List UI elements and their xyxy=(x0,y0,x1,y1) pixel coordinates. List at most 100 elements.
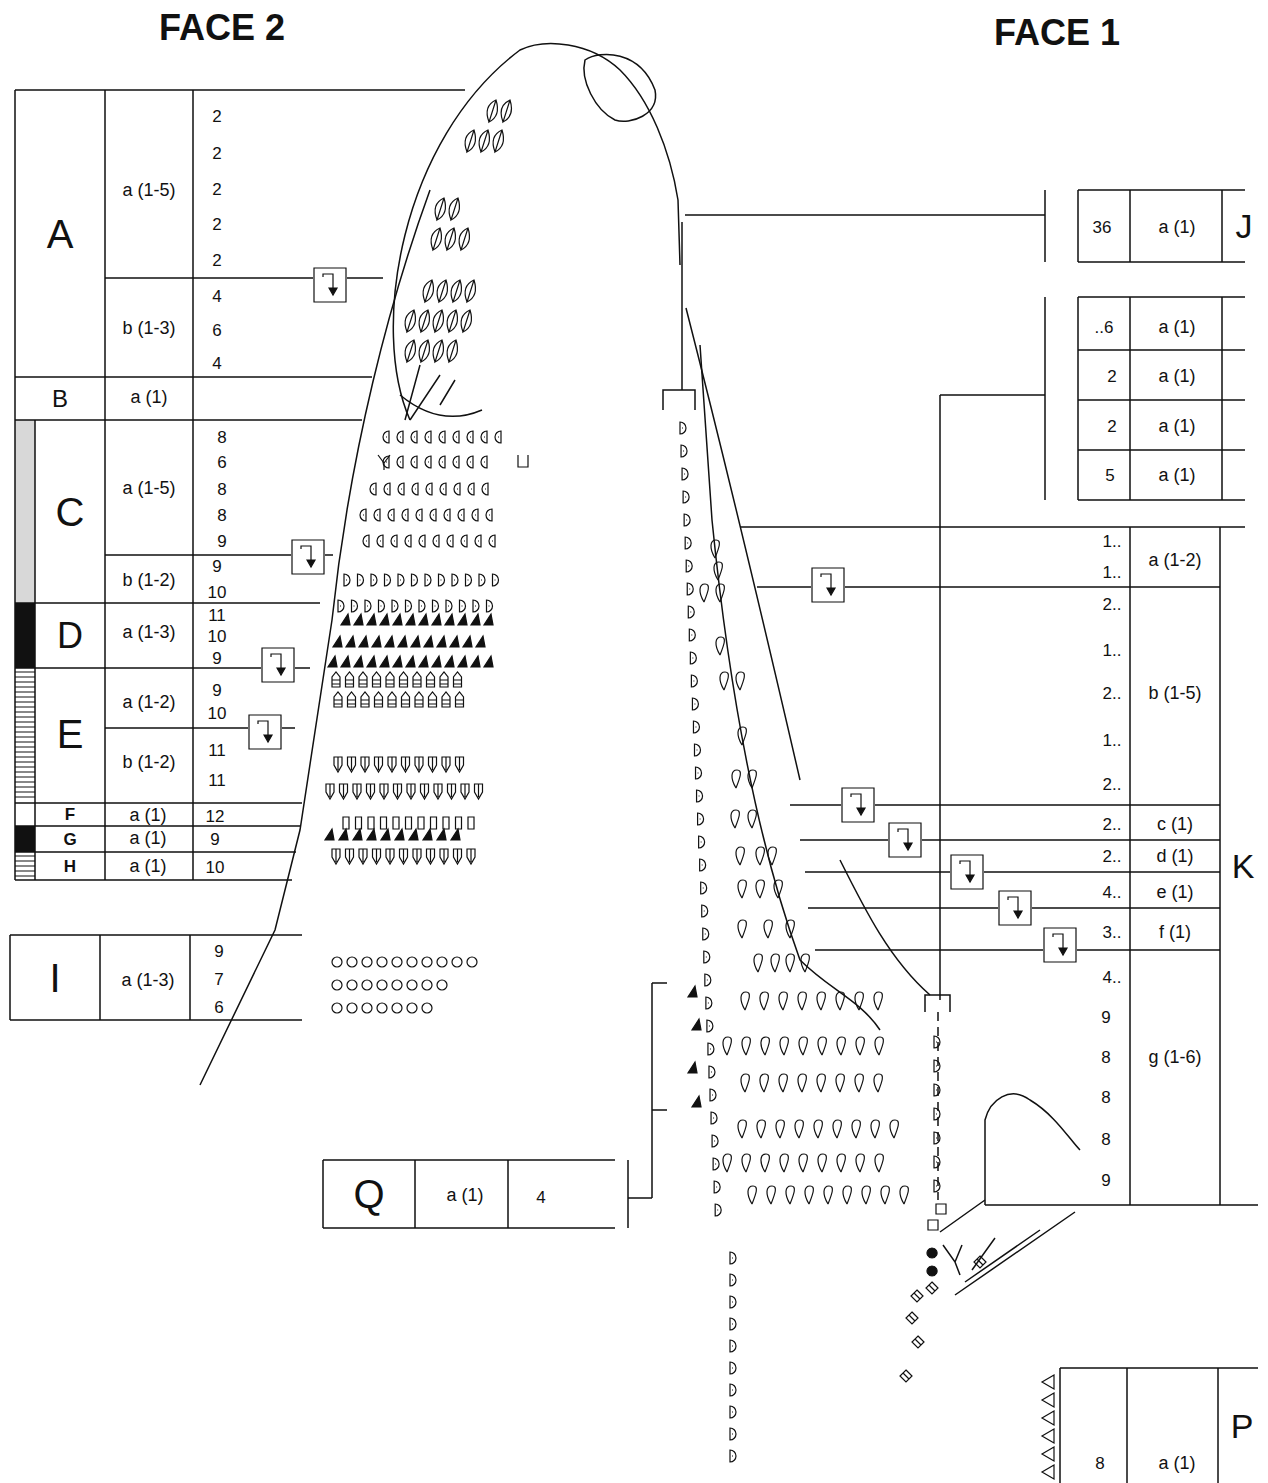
mark xyxy=(419,535,425,547)
mark xyxy=(383,431,389,443)
mark xyxy=(817,992,825,1010)
mark xyxy=(427,672,435,687)
mark xyxy=(430,509,436,521)
mark xyxy=(362,957,372,967)
mark xyxy=(475,784,483,799)
mark xyxy=(326,784,334,799)
mark xyxy=(454,672,462,687)
mark xyxy=(338,600,344,612)
mark xyxy=(394,784,402,799)
section-letter: E xyxy=(57,714,84,754)
mark xyxy=(801,954,809,972)
table-cell: 2 xyxy=(212,216,221,233)
mark xyxy=(432,614,441,625)
mark xyxy=(411,456,417,468)
table-cell: 2 xyxy=(1107,418,1116,435)
mark xyxy=(1042,1429,1054,1443)
section-letter: F xyxy=(65,806,75,823)
mark xyxy=(314,268,346,302)
mark xyxy=(723,1037,731,1055)
mark xyxy=(425,431,431,443)
mark xyxy=(712,1135,718,1147)
mark xyxy=(411,636,420,647)
mark xyxy=(730,1296,736,1308)
table-cell: 8 xyxy=(217,481,226,498)
mark xyxy=(730,1450,736,1462)
table-cell: 1.. xyxy=(1103,732,1122,749)
mark xyxy=(493,574,499,586)
mark xyxy=(786,954,794,972)
mark xyxy=(359,672,367,687)
mark xyxy=(741,992,749,1010)
mark xyxy=(479,574,485,586)
mark xyxy=(824,1186,832,1204)
mark xyxy=(874,992,882,1010)
mark xyxy=(429,757,437,772)
mark xyxy=(422,957,432,967)
mark xyxy=(493,130,503,152)
table-cell: a (1) xyxy=(129,829,166,847)
table-cell: 8 xyxy=(1101,1049,1110,1066)
mark xyxy=(836,1074,844,1092)
mark xyxy=(454,849,462,864)
mark xyxy=(380,784,388,799)
mark xyxy=(437,829,446,840)
mark xyxy=(433,535,439,547)
table-cell: b (1-5) xyxy=(1148,684,1201,702)
mark xyxy=(391,535,397,547)
mark xyxy=(419,656,428,667)
section-letter: D xyxy=(57,618,83,654)
mark xyxy=(686,560,692,572)
mark xyxy=(452,574,458,586)
mark xyxy=(974,1256,986,1268)
mark xyxy=(495,431,501,443)
mark xyxy=(264,735,272,742)
mark xyxy=(437,957,447,967)
table-cell: 2 xyxy=(212,252,221,269)
mark xyxy=(833,1120,841,1138)
mark xyxy=(406,600,412,612)
mark xyxy=(748,810,756,828)
letter-cell: I xyxy=(10,935,100,1020)
mark xyxy=(407,957,417,967)
mark xyxy=(368,817,374,829)
letter-cell: D xyxy=(35,603,105,668)
mark xyxy=(696,767,702,779)
table-cell: g (1-6) xyxy=(1148,1048,1201,1066)
mark xyxy=(415,692,423,707)
table-cell: a (1-3) xyxy=(122,623,175,641)
mark xyxy=(926,1282,938,1294)
mark xyxy=(334,757,342,772)
mark xyxy=(373,849,381,864)
table-cell: a (1) xyxy=(129,806,166,824)
mark xyxy=(842,788,874,822)
mark xyxy=(332,1003,342,1013)
mark xyxy=(373,672,381,687)
mark xyxy=(780,1154,788,1172)
mark xyxy=(370,483,376,495)
mark xyxy=(881,1186,889,1204)
section-letter: G xyxy=(63,831,76,848)
table-cell: 8 xyxy=(1101,1131,1110,1148)
mark xyxy=(855,992,863,1010)
mark xyxy=(1042,1447,1054,1461)
mark xyxy=(911,1290,923,1302)
mark xyxy=(730,1384,736,1396)
mark xyxy=(904,843,912,850)
mark xyxy=(683,491,689,503)
mark xyxy=(857,808,865,815)
table-cell: 6 xyxy=(217,454,226,471)
mark xyxy=(700,859,706,871)
mark xyxy=(703,928,709,940)
mark xyxy=(795,1120,803,1138)
mark xyxy=(412,483,418,495)
mark xyxy=(934,1108,940,1120)
mark xyxy=(365,600,371,612)
mark xyxy=(486,509,492,521)
mark xyxy=(713,1158,719,1170)
mark xyxy=(518,455,528,467)
letter-cell: F xyxy=(35,803,105,826)
mark xyxy=(934,1036,940,1048)
mark xyxy=(375,692,383,707)
mark xyxy=(473,600,479,612)
